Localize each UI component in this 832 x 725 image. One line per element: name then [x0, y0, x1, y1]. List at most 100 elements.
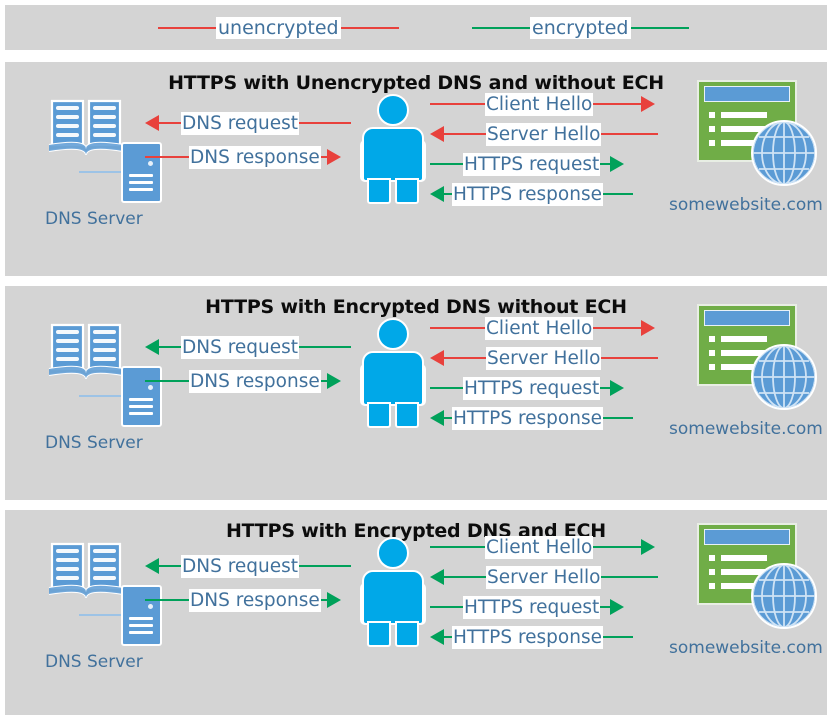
- flow-line: [444, 357, 486, 359]
- arrow-head-left-icon: [430, 629, 444, 645]
- flow-line: [320, 156, 327, 158]
- flow-client-hello: Client Hello: [430, 91, 686, 117]
- flow-line: [593, 546, 642, 548]
- flow-line: [159, 565, 181, 567]
- flow-label: DNS request: [181, 335, 300, 359]
- dns-server-node: [37, 321, 167, 427]
- arrow-head-left-icon: [430, 126, 444, 142]
- flow-dns-response: DNS response: [145, 144, 360, 170]
- open-book-icon: [48, 99, 124, 156]
- globe-icon: [751, 344, 817, 410]
- website-node: [689, 304, 819, 416]
- arrow-head-right-icon: [326, 592, 341, 608]
- globe-icon: [751, 563, 817, 629]
- legend-line-encrypted-2: [630, 27, 689, 29]
- flow-dns-request: DNS request: [145, 553, 360, 579]
- website-node: [689, 80, 819, 192]
- arrow-head-left-icon: [145, 558, 159, 574]
- flow-server-hello: Server Hello: [430, 121, 686, 147]
- arrow-head-left-icon: [430, 569, 444, 585]
- server-tower-icon: [121, 585, 162, 646]
- arrow-head-right-icon: [610, 380, 625, 396]
- open-book-icon: [47, 540, 125, 602]
- flow-line: [600, 387, 611, 389]
- flow-label: DNS request: [181, 554, 300, 578]
- arrow-head-right-icon: [326, 149, 341, 165]
- website-caption: somewebsite.com: [669, 419, 823, 439]
- globe-icon: [753, 122, 815, 184]
- arrow-head-left-icon: [145, 339, 159, 355]
- legend-label-encrypted: encrypted: [530, 17, 631, 39]
- flow-label: HTTPS request: [463, 376, 601, 400]
- flow-line: [444, 193, 452, 195]
- flow-label: DNS request: [181, 111, 300, 135]
- dns-server-node: [37, 540, 167, 646]
- globe-icon: [753, 565, 815, 627]
- flow-https-response: HTTPS response: [430, 181, 686, 207]
- flow-line: [600, 606, 611, 608]
- website-caption: somewebsite.com: [669, 195, 823, 215]
- page-title: HTTPS with Unencrypted DNS and without E…: [168, 72, 664, 94]
- flow-line: [444, 636, 452, 638]
- flow-line: [430, 546, 485, 548]
- flow-line: [299, 346, 352, 348]
- legend-line-unencrypted: [158, 27, 216, 29]
- flow-label: DNS response: [189, 145, 321, 169]
- flow-line: [603, 636, 633, 638]
- flow-dns-response: DNS response: [145, 368, 360, 394]
- flow-label: HTTPS response: [452, 182, 603, 206]
- legend-item-unencrypted: unencrypted: [158, 13, 399, 43]
- flow-https-request: HTTPS request: [430, 151, 686, 177]
- user-person-icon: [360, 94, 426, 204]
- open-book-icon: [47, 97, 125, 159]
- legend-line-encrypted: [472, 27, 530, 29]
- flow-label: Client Hello: [485, 316, 594, 340]
- open-book-icon: [47, 321, 125, 383]
- flow-line: [145, 156, 189, 158]
- flow-line: [603, 417, 633, 419]
- website-node: [689, 523, 819, 635]
- arrow-head-left-icon: [145, 115, 159, 131]
- flow-label: HTTPS response: [452, 406, 603, 430]
- flow-client-hello: Client Hello: [430, 315, 686, 341]
- flow-server-hello: Server Hello: [430, 345, 686, 371]
- website-caption: somewebsite.com: [669, 638, 823, 658]
- flow-dns-response: DNS response: [145, 587, 360, 613]
- arrow-head-left-icon: [430, 186, 444, 202]
- flow-server-hello: Server Hello: [430, 564, 686, 590]
- flow-line: [444, 576, 486, 578]
- scenario-panel-3: HTTPS with Encrypted DNS and ECH DNS Ser…: [5, 510, 827, 715]
- dns-server-node: [37, 97, 167, 203]
- flow-label: Client Hello: [485, 535, 594, 559]
- flow-https-request: HTTPS request: [430, 375, 686, 401]
- flow-label: Server Hello: [486, 565, 602, 589]
- page-title: HTTPS with Encrypted DNS without ECH: [205, 296, 627, 318]
- globe-icon: [751, 120, 817, 186]
- arrow-head-right-icon: [641, 539, 656, 555]
- flow-https-request: HTTPS request: [430, 594, 686, 620]
- flow-line: [603, 193, 633, 195]
- legend-label-unencrypted: unencrypted: [216, 17, 341, 39]
- flow-dns-request: DNS request: [145, 334, 360, 360]
- flow-dns-request: DNS request: [145, 110, 360, 136]
- flow-label: HTTPS response: [452, 625, 603, 649]
- flow-line: [593, 103, 642, 105]
- flow-line: [601, 576, 659, 578]
- legend-item-encrypted: encrypted: [472, 13, 689, 43]
- open-book-icon: [48, 542, 124, 599]
- flow-line: [430, 606, 463, 608]
- flow-line: [299, 122, 352, 124]
- flow-label: Server Hello: [486, 122, 602, 146]
- flow-line: [145, 599, 189, 601]
- flow-line: [593, 327, 642, 329]
- server-tower-icon: [121, 142, 162, 203]
- arrow-head-right-icon: [326, 373, 341, 389]
- flow-label: DNS response: [189, 588, 321, 612]
- dns-server-caption: DNS Server: [45, 433, 143, 453]
- arrow-head-left-icon: [430, 350, 444, 366]
- flow-https-response: HTTPS response: [430, 405, 686, 431]
- flow-label: DNS response: [189, 369, 321, 393]
- flow-line: [320, 599, 327, 601]
- user-person-icon: [360, 537, 426, 647]
